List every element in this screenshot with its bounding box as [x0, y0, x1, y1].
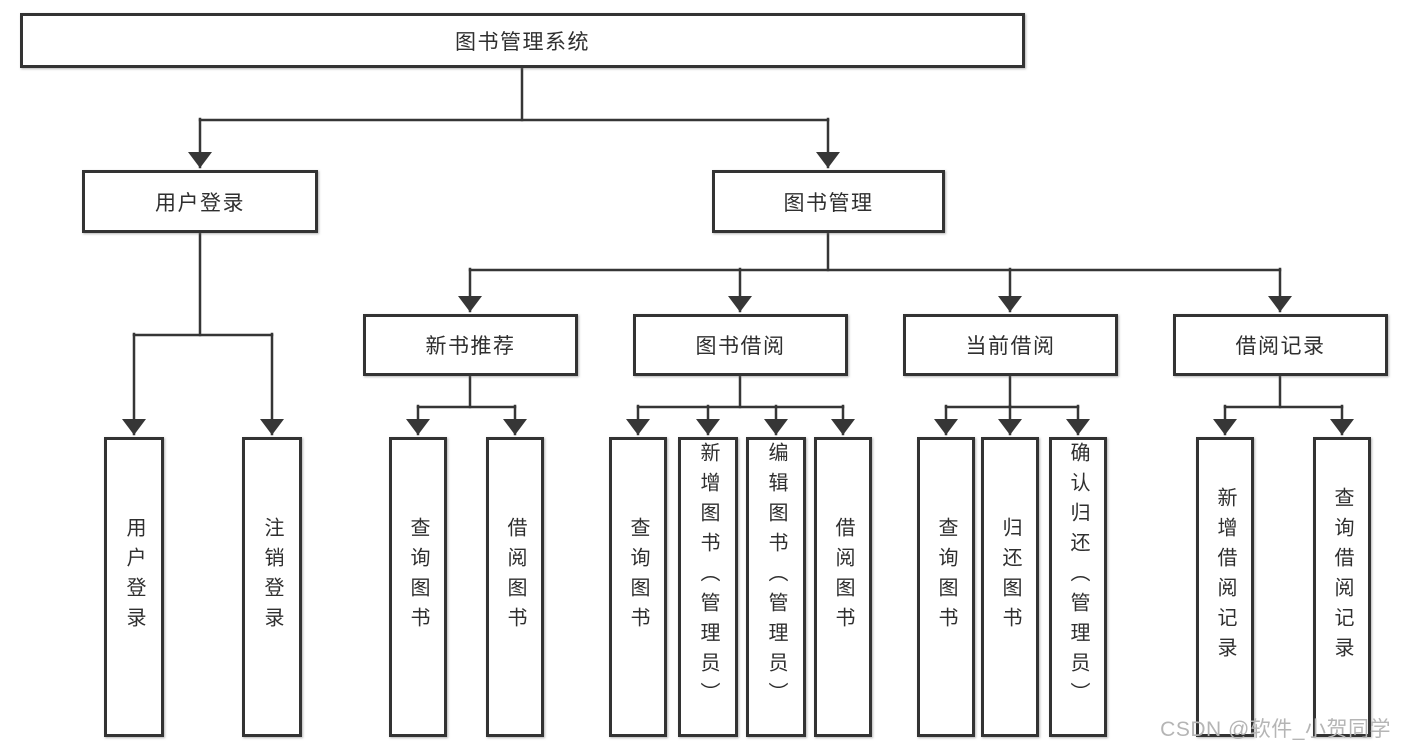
leaf-query-borrow-record: 查询借阅记录	[1313, 437, 1371, 737]
leaf-borrow-books: 借阅图书	[814, 437, 872, 737]
leaf-label: 新增借阅记录	[1214, 487, 1236, 667]
node-label: 图书管理	[783, 191, 874, 215]
node-label: 用户登录	[155, 191, 245, 215]
leaf-label: 用户登录	[123, 517, 145, 637]
leaf-label: 确认归还（管理员）	[1067, 442, 1089, 712]
node-book-management: 图书管理	[712, 170, 945, 233]
node-label: 新书推荐	[425, 335, 516, 358]
leaf-label: 查询图书	[935, 517, 957, 637]
node-label: 借阅记录	[1235, 335, 1326, 358]
leaf-label: 新增图书（管理员）	[697, 442, 719, 712]
node-user-login: 用户登录	[82, 170, 318, 233]
leaf-label: 借阅图书	[832, 517, 854, 637]
node-borrowing-records: 借阅记录	[1173, 314, 1388, 376]
leaf-borrow-books-recommend: 借阅图书	[486, 437, 544, 737]
leaf-confirm-return-admin: 确认归还（管理员）	[1049, 437, 1107, 737]
node-book-borrowing: 图书借阅	[633, 314, 848, 376]
leaf-logout: 注销登录	[242, 437, 302, 737]
leaf-label: 查询图书	[407, 517, 429, 637]
leaf-label: 查询借阅记录	[1331, 487, 1353, 667]
leaf-add-books-admin: 新增图书（管理员）	[678, 437, 738, 737]
csdn-watermark: CSDN @软件_小贺同学	[1160, 718, 1391, 741]
node-label: 图书借阅	[695, 335, 786, 358]
leaf-edit-books-admin: 编辑图书（管理员）	[746, 437, 806, 737]
leaf-label: 归还图书	[999, 517, 1021, 637]
leaf-label: 查询图书	[627, 517, 649, 637]
leaf-query-books-borrow: 查询图书	[609, 437, 667, 737]
leaf-label: 注销登录	[261, 517, 283, 637]
leaf-return-books: 归还图书	[981, 437, 1039, 737]
leaf-query-books-current: 查询图书	[917, 437, 975, 737]
leaf-label: 借阅图书	[504, 517, 526, 637]
leaf-query-books-recommend: 查询图书	[389, 437, 447, 737]
leaf-label: 编辑图书（管理员）	[765, 442, 787, 712]
node-label: 当前借阅	[965, 335, 1056, 358]
node-label: 图书管理系统	[455, 30, 590, 54]
node-library-management-system: 图书管理系统	[20, 13, 1025, 68]
node-new-book-recommendation: 新书推荐	[363, 314, 578, 376]
leaf-user-login: 用户登录	[104, 437, 164, 737]
leaf-add-borrow-record: 新增借阅记录	[1196, 437, 1254, 737]
node-current-borrowing: 当前借阅	[903, 314, 1118, 376]
